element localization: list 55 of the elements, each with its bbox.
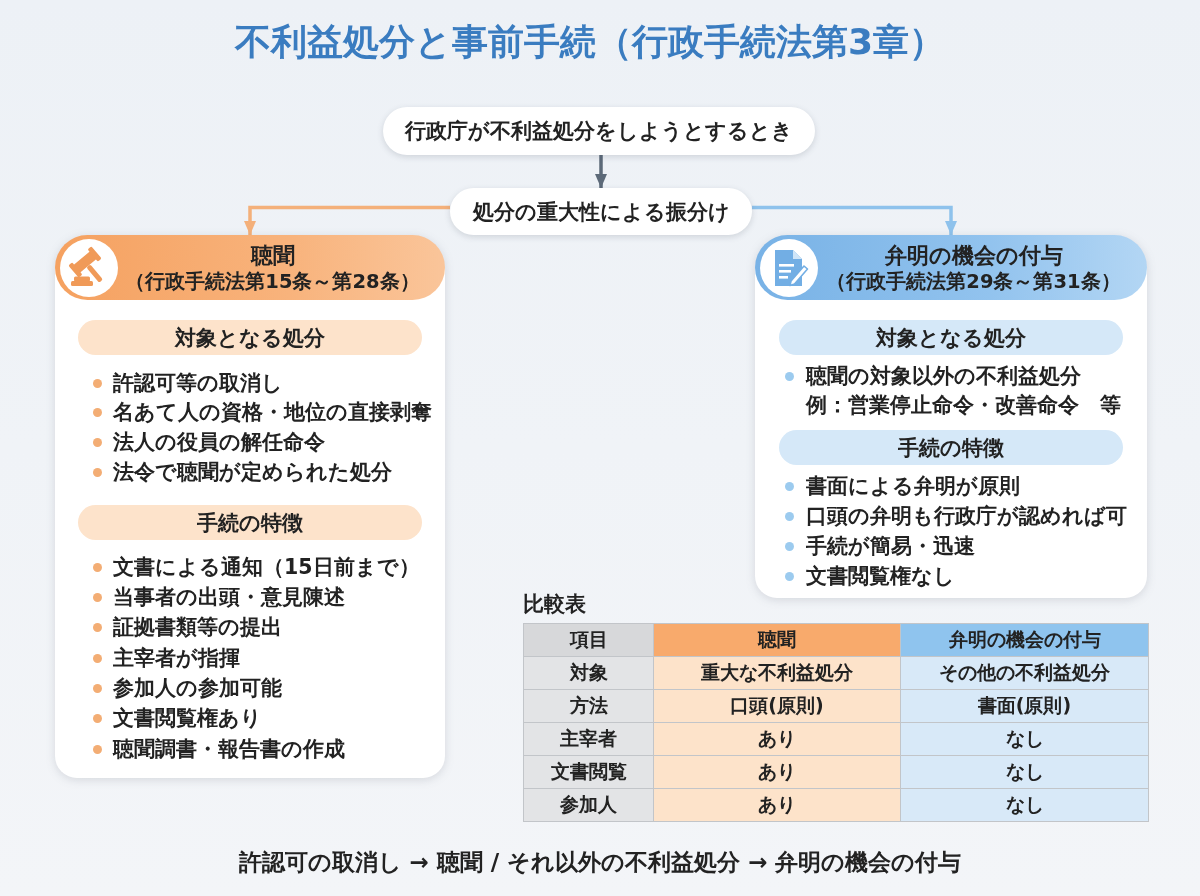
panel-card <box>55 235 445 778</box>
panel-card <box>755 235 1147 598</box>
list-item: 当事者の出頭・意見陳述 <box>113 584 345 611</box>
list-item: 法令で聴聞が定められた処分 <box>113 459 392 486</box>
table-title: 比較表 <box>523 591 586 618</box>
arrow <box>752 205 957 235</box>
panel-title: 聴聞 <box>250 241 295 269</box>
table-cell: 主宰者 <box>524 723 653 755</box>
table-cell: あり <box>654 723 900 755</box>
table-cell: なし <box>901 756 1148 788</box>
header-cell: 項目 <box>524 624 653 656</box>
panel-subtitle: （行政手続法第15条～第28条） <box>125 268 420 294</box>
title: 不利益処分と事前手続（行政手続法第3章） <box>234 20 946 64</box>
section-band: 対象となる処分 <box>779 320 1123 355</box>
list-item: 聴聞調書・報告書の作成 <box>113 736 345 763</box>
section-band: 対象となる処分 <box>78 320 422 355</box>
header-cell: 弁明の機会の付与 <box>901 624 1148 656</box>
table-cell: 重大な不利益処分 <box>654 657 900 689</box>
table-cell: 方法 <box>524 690 653 722</box>
arrow <box>595 155 607 188</box>
table-cell: 対象 <box>524 657 653 689</box>
table-cell: その他の不利益処分 <box>901 657 1148 689</box>
table-cell: 書面(原則) <box>901 690 1148 722</box>
table-cell: あり <box>654 756 900 788</box>
list-item: 証拠書類等の提出 <box>113 614 282 641</box>
panel-header <box>55 235 445 300</box>
list-item: 名あて人の資格・地位の直接剥奪 <box>113 399 432 426</box>
list-item: 文書閲覧権なし <box>806 563 955 590</box>
table-cell: 文書閲覧 <box>524 756 653 788</box>
list-item: 手続が簡易・迅速 <box>806 533 975 560</box>
list-item: 許認可等の取消し <box>113 370 283 397</box>
panel-title: 弁明の機会の付与 <box>884 241 1063 269</box>
section-band: 手続の特徴 <box>779 430 1123 465</box>
panel-subtitle: （行政手続法第29条～第31条） <box>826 268 1121 294</box>
list-item: 書面による弁明が原則 <box>806 473 1020 500</box>
list-item: 参加人の参加可能 <box>113 675 282 702</box>
list-item: 主宰者が指揮 <box>113 645 240 672</box>
table-cell: あり <box>654 789 900 821</box>
header-cell: 聴聞 <box>654 624 900 656</box>
table-cell: 口頭(原則) <box>654 690 900 722</box>
step-pill: 行政庁が不利益処分をしようとするとき <box>383 107 815 155</box>
caption: 許認可の取消し → 聴聞 / それ以外の不利益処分 → 弁明の機会の付与 <box>238 848 962 877</box>
panel-header <box>755 235 1147 300</box>
table-cell: なし <box>901 789 1148 821</box>
section-band: 手続の特徴 <box>78 505 422 540</box>
list-item: 文書閲覧権あり <box>113 705 262 732</box>
example-text: 例：営業停止命令・改善命令 等 <box>806 392 1121 419</box>
arrow <box>244 205 450 235</box>
step-pill: 処分の重大性による振分け <box>450 188 752 235</box>
list-item: 文書による通知（15日前まで） <box>113 554 420 581</box>
table-cell: 参加人 <box>524 789 653 821</box>
list-item: 口頭の弁明も行政庁が認めれば可 <box>806 503 1127 530</box>
list-item: 法人の役員の解任命令 <box>113 429 325 456</box>
table-cell: なし <box>901 723 1148 755</box>
list-item: 聴聞の対象以外の不利益処分 <box>806 363 1081 390</box>
